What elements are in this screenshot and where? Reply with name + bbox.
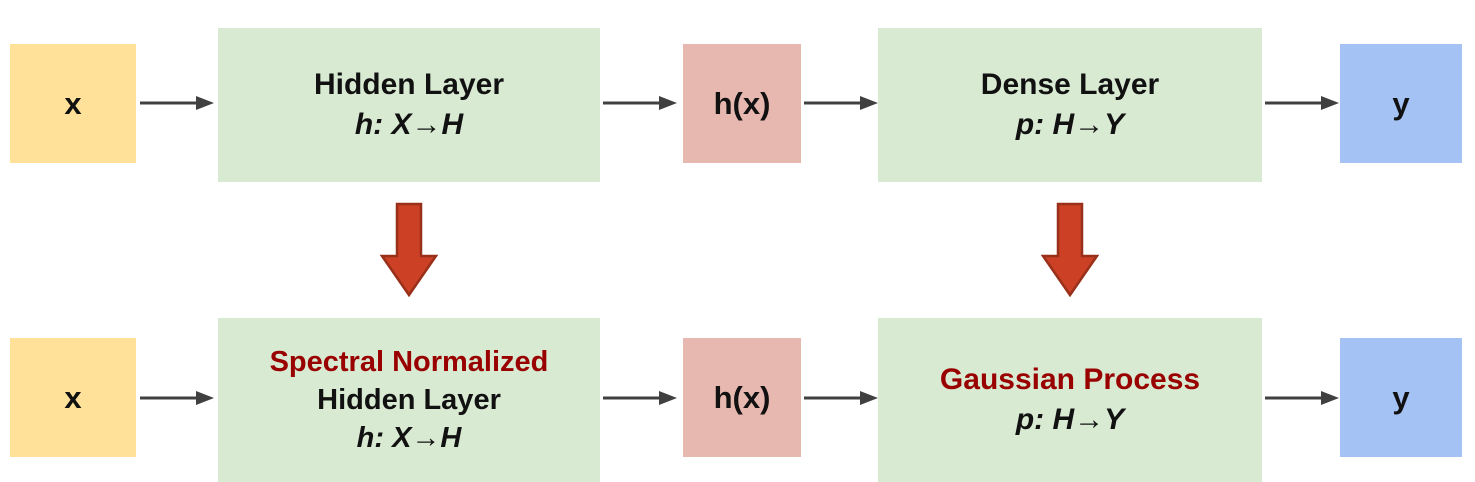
top-intermediate-box: h(x) <box>683 44 801 163</box>
top-dense-layer-mapping: p: H→Y <box>1015 108 1125 141</box>
bottom-hidden-layer-mapping: h: X→H <box>356 422 462 454</box>
bottom-input-box: x <box>10 338 136 457</box>
bottom-hidden-layer-box: Spectral Normalized Hidden Layer h: X→H <box>218 318 600 482</box>
top-hidden-layer-title: Hidden Layer <box>313 68 505 101</box>
flow-arrow-bottom-3 <box>804 391 878 405</box>
flow-arrow-top-4 <box>1265 96 1339 110</box>
top-dense-layer-box: Dense Layer p: H→Y <box>878 28 1262 182</box>
flow-arrow-bottom-2 <box>603 391 677 405</box>
flow-arrow-bottom-4 <box>1265 391 1339 405</box>
top-hidden-layer-box: Hidden Layer h: X→H <box>218 28 600 182</box>
flow-arrow-top-3 <box>804 96 878 110</box>
top-dense-layer-title: Dense Layer <box>980 68 1160 101</box>
top-input-label: x <box>64 85 82 121</box>
flow-arrow-top-1 <box>140 96 214 110</box>
top-hidden-layer-mapping: h: X→H <box>354 108 464 141</box>
bottom-gp-layer-highlight: Gaussian Process <box>939 363 1201 396</box>
bottom-output-box: y <box>1340 338 1462 457</box>
top-output-label: y <box>1392 85 1410 121</box>
flow-arrow-top-2 <box>603 96 677 110</box>
bottom-hidden-layer-highlight: Spectral Normalized <box>269 346 549 378</box>
bottom-intermediate-label: h(x) <box>713 379 771 415</box>
flow-arrow-bottom-1 <box>140 391 214 405</box>
transform-down-arrow-right <box>1041 202 1099 298</box>
transform-down-arrow-left <box>380 202 438 298</box>
bottom-input-label: x <box>64 379 82 415</box>
bottom-gp-layer-box: Gaussian Process p: H→Y <box>878 318 1262 482</box>
bottom-hidden-layer-title: Hidden Layer <box>317 384 501 416</box>
bottom-intermediate-box: h(x) <box>683 338 801 457</box>
top-intermediate-label: h(x) <box>713 85 771 121</box>
bottom-output-label: y <box>1392 379 1410 415</box>
top-input-box: x <box>10 44 136 163</box>
bottom-gp-layer-mapping: p: H→Y <box>1015 403 1125 436</box>
top-output-box: y <box>1340 44 1462 163</box>
